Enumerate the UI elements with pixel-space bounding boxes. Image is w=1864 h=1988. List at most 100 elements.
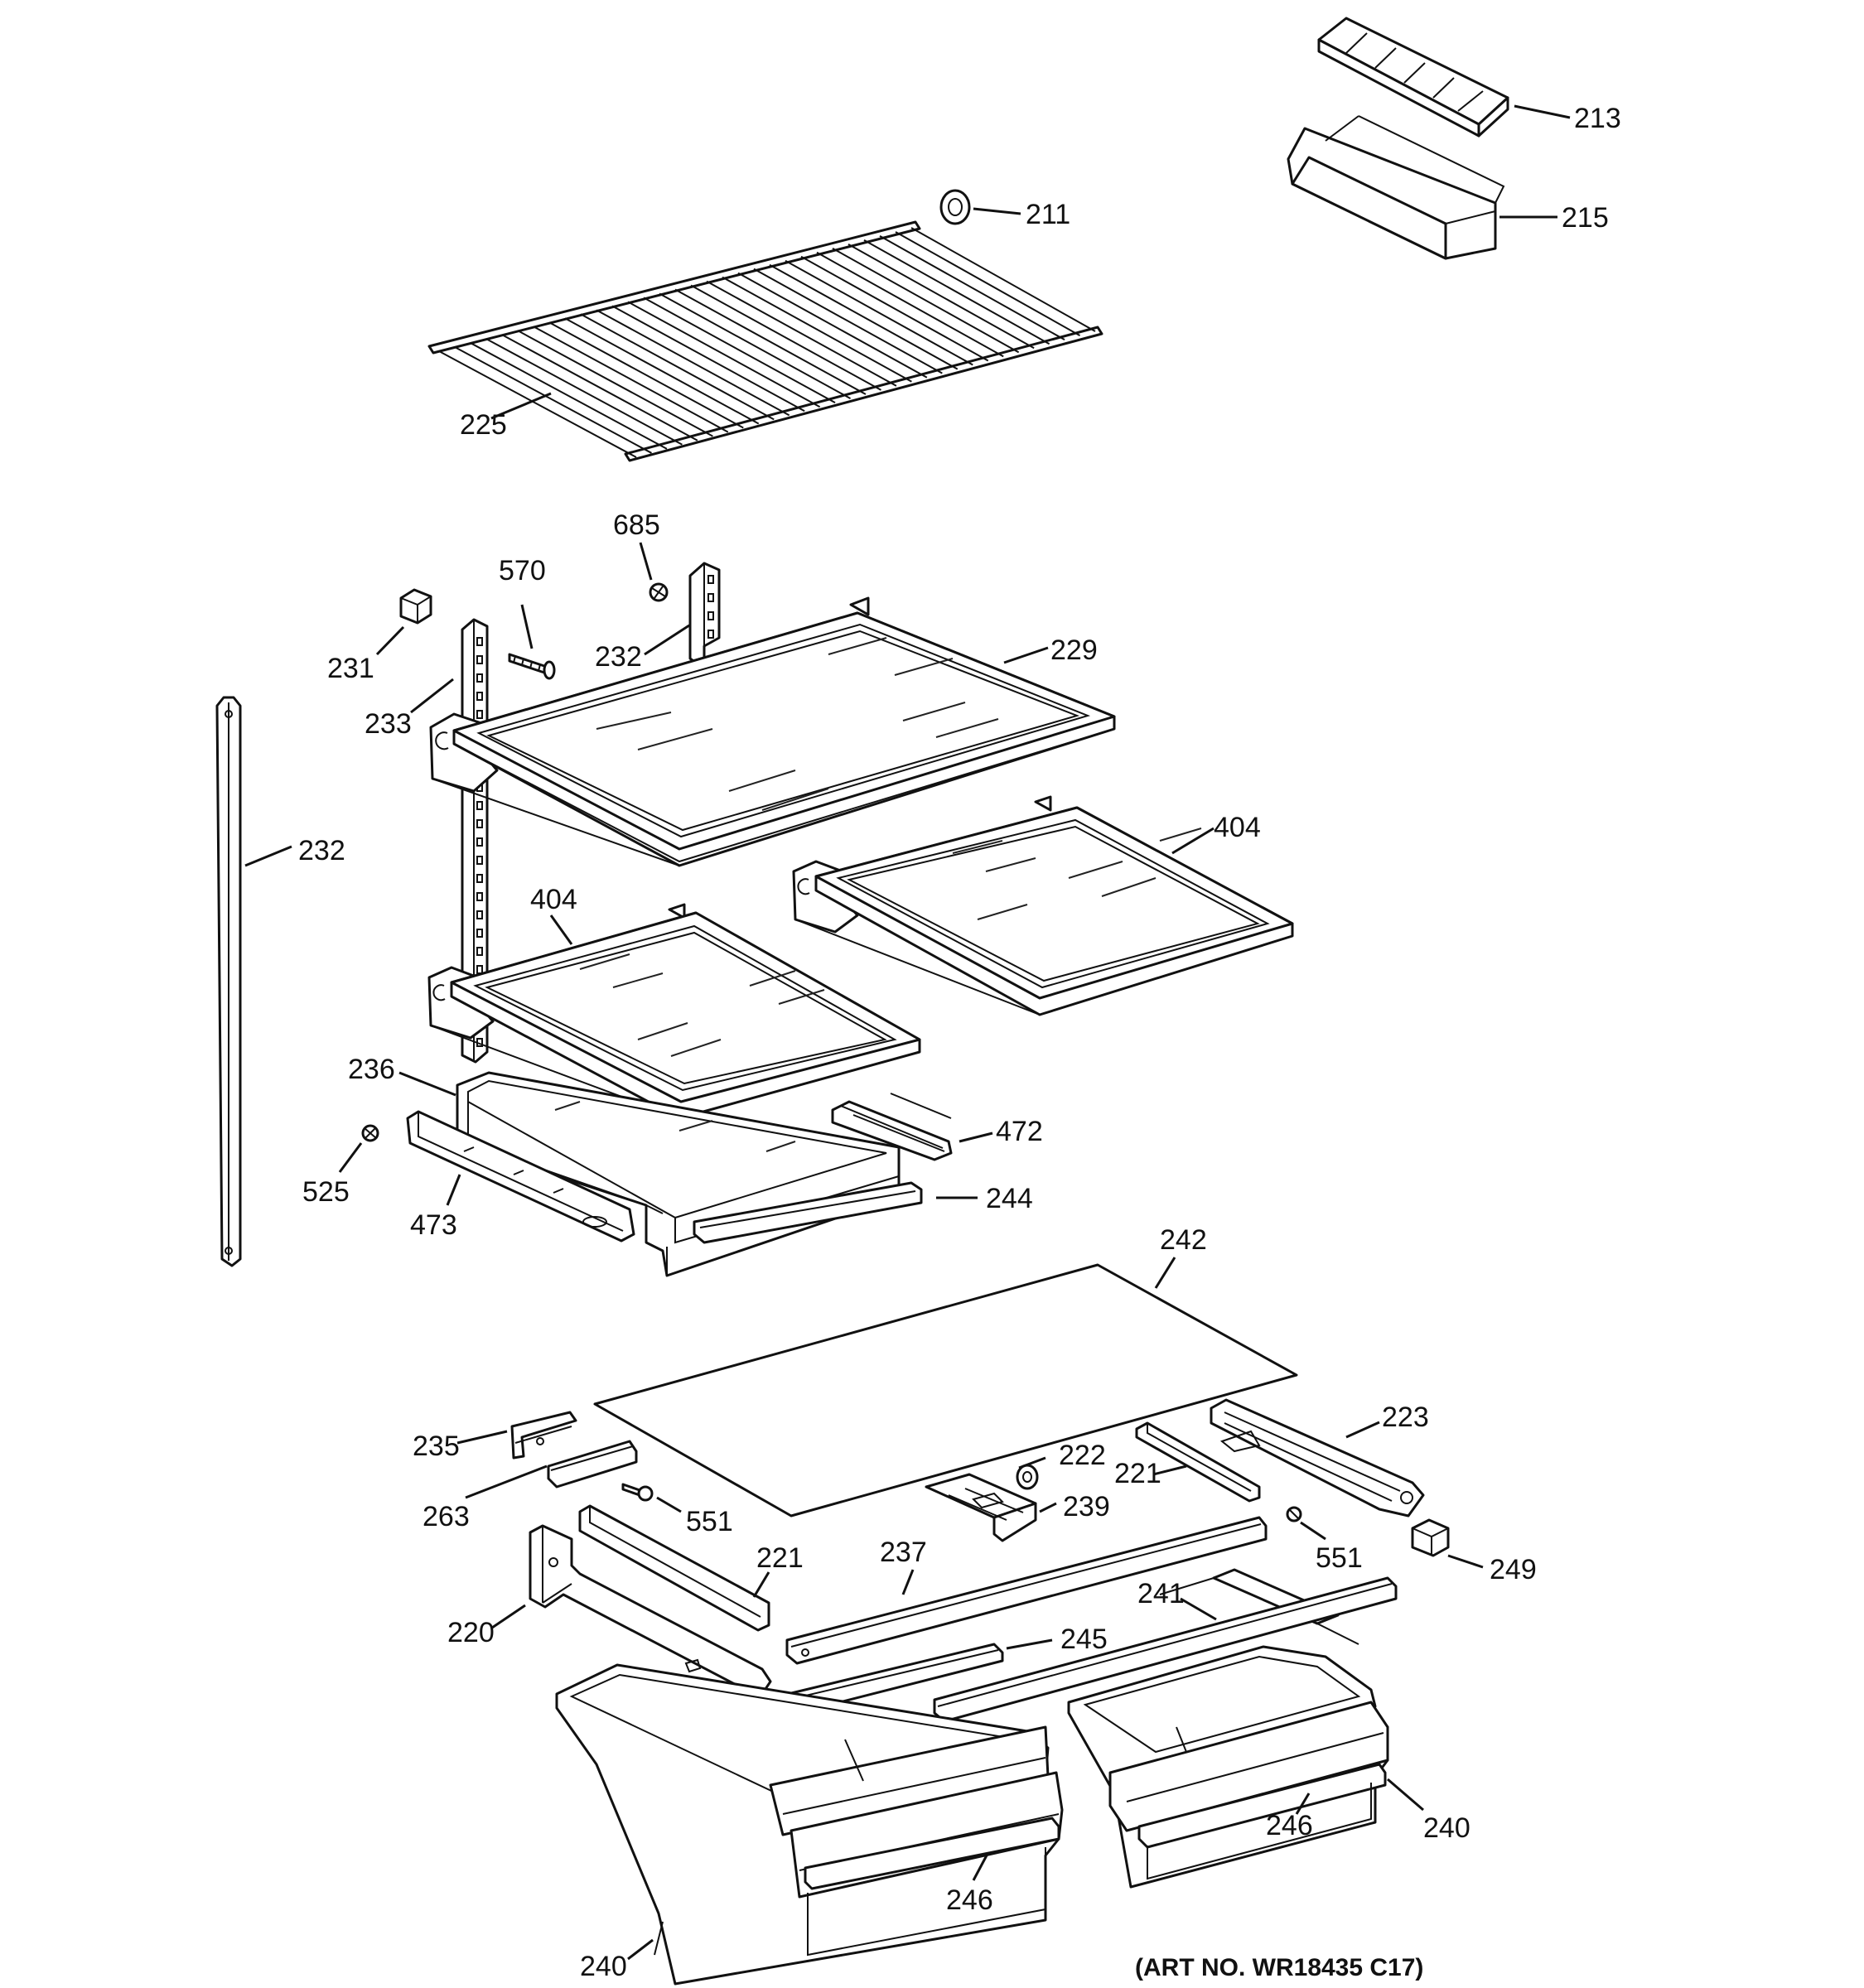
wire-rod [548,321,744,429]
screw-551-right [1286,1506,1302,1522]
shelf-stop-bushing [939,189,971,225]
wire-rod [690,284,881,391]
callout-246-right: 246 [1266,1810,1313,1841]
callout-244: 244 [986,1183,1033,1214]
wire-rod [517,330,713,437]
callout-220: 220 [447,1617,495,1648]
rail-slot [476,637,483,646]
end-cap-220 [529,1524,772,1696]
wire-rod [737,272,928,379]
rail-slot [476,856,483,865]
callout-472: 472 [996,1116,1043,1147]
callout-404-right: 404 [1214,812,1261,843]
rail-slot [707,593,714,602]
rail-slot [707,630,714,639]
crisper-cover-glass-242 [593,1263,1298,1518]
wire-rod [438,350,637,458]
shelf-clip-231 [399,588,432,625]
slide-rail-221-right [1135,1421,1261,1503]
callout-225: 225 [460,409,507,441]
callout-246-left: 246 [946,1884,993,1916]
rail-slot [476,929,483,938]
callout-240-right: 240 [1423,1812,1470,1844]
rail-slot [476,837,483,847]
art-number: (ART NO. WR18435 C17) [1135,1954,1423,1981]
callout-229: 229 [1050,635,1098,666]
wire-rod [485,338,683,446]
wire-rod [816,251,1004,358]
callout-685: 685 [613,509,660,541]
rail-slot [476,655,483,664]
rail-slot [476,692,483,701]
wire-rod [627,301,821,408]
screw-685 [649,582,669,602]
frame-bracket-263 [547,1440,638,1489]
screw-570 [508,653,556,680]
wire-rod [706,280,897,387]
callout-241: 241 [1137,1578,1185,1609]
callout-551-left: 551 [686,1506,733,1537]
callout-231: 231 [327,653,374,684]
wire-rod [501,334,698,442]
control-slide-239 [925,1473,1037,1542]
callout-236: 236 [348,1054,395,1085]
wire-rod [643,297,836,404]
slide-473 [406,1110,635,1242]
wire-rod [659,292,852,399]
glass-shelf-229 [429,596,1116,867]
callout-263: 263 [423,1501,470,1532]
rail-slot [476,947,483,956]
front-rail-237 [785,1516,1268,1665]
wire-rod [800,255,989,362]
crisper-pan-240-right [1067,1645,1389,1889]
wire-rod [895,231,1081,336]
callout-245: 245 [1060,1624,1108,1655]
crisper-pan-240-left [555,1663,1064,1986]
wire-rod [470,342,668,450]
wire-rod [769,263,959,370]
callout-240-left: 240 [580,1951,627,1982]
screw-551-left [621,1483,654,1502]
screw-525 [361,1124,379,1142]
rail-slot [476,801,483,810]
wire-shelf [427,220,1103,462]
wire-rod [753,268,943,374]
rail-slot [476,819,483,828]
shelf-rail-232-top [688,562,721,664]
callout-232-side: 232 [298,835,345,866]
wire-rod [863,239,1050,345]
callout-525: 525 [302,1176,350,1208]
ice-tray [1317,17,1509,138]
callout-551-right: 551 [1316,1542,1363,1574]
rail-slot [476,874,483,883]
callout-215: 215 [1562,202,1609,234]
callout-221-right: 221 [1114,1458,1161,1489]
wire-rod [611,305,805,413]
side-rail-232 [215,696,242,1267]
wire-rod [722,276,912,383]
callout-249: 249 [1490,1554,1537,1585]
wire-rod [910,227,1096,332]
callout-232-top: 232 [595,641,642,673]
callout-233: 233 [365,708,412,740]
wire-rod [847,243,1035,350]
callout-237: 237 [880,1537,927,1568]
rail-slot [476,673,483,683]
callout-221-left: 221 [756,1542,804,1574]
wire-rod [832,247,1020,354]
pan-cover-244 [693,1181,923,1244]
glass-shelf-404-right [792,795,1294,1016]
callout-239: 239 [1063,1491,1110,1522]
wire-rod [533,326,729,433]
slide-rail-223 [1210,1398,1425,1518]
frame-bracket-235 [510,1411,577,1460]
roller-222 [1016,1464,1039,1490]
callout-242: 242 [1160,1224,1207,1256]
ice-bin [1287,115,1505,260]
slide-rail-221-left [578,1504,770,1632]
rail-slot [707,575,714,584]
wire-rod [674,288,867,395]
rail-slot [476,910,483,919]
wire-rod [580,313,775,421]
